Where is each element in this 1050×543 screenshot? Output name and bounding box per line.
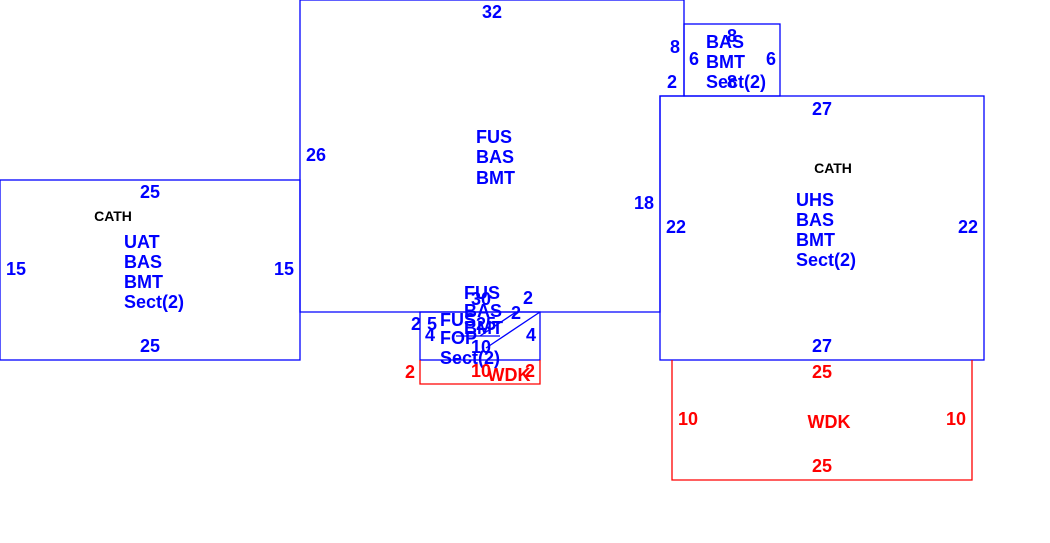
left-wing-note: CATH <box>94 208 132 224</box>
deck-small-left-dim: 2 <box>405 362 415 382</box>
right-wing-label-2: BAS <box>796 210 834 230</box>
left-wing-right-dim: 15 <box>274 259 294 279</box>
right-wing-bottom-dim: 27 <box>812 336 832 356</box>
top-small-bottom-dim: 8 <box>727 72 737 92</box>
deck-small-label: WDK <box>488 365 531 385</box>
center-small-dim-7: 30 <box>471 289 491 309</box>
left-wing-top-dim: 25 <box>140 182 160 202</box>
main-label-3: BMT <box>476 168 515 188</box>
deck-large-right-dim: 10 <box>946 409 966 429</box>
center-small-label-b3: Sect(2) <box>440 348 500 368</box>
left-wing: 25 25 15 15 CATH UAT BAS BMT Sect(2) <box>0 179 301 361</box>
deck-large-left-dim: 10 <box>678 409 698 429</box>
top-small-label-3: Sect(2) <box>706 72 766 92</box>
right-wing: 27 27 22 22 CATH UHS BAS BMT Sect(2) <box>659 95 985 361</box>
top-small-right-dim: 6 <box>766 49 776 69</box>
center-small-dim-6: 10 <box>471 337 491 357</box>
top-small-edge-dim-b: 2 <box>667 72 677 92</box>
top-small-block: 8 8 6 6 8 2 BAS BMT Sect(2) <box>667 23 781 97</box>
left-wing-outline <box>0 179 301 361</box>
main-block: 32 26 18 FUS BAS BMT <box>299 0 685 313</box>
center-small-dim-3: 5 <box>427 314 437 334</box>
center-small-label-a3: BMT <box>464 318 503 338</box>
top-small-label-2: BMT <box>706 52 745 72</box>
right-wing-right-dim: 22 <box>958 217 978 237</box>
main-label-2: BAS <box>476 147 514 167</box>
deck-small: 2 10 2 WDK <box>405 360 541 385</box>
main-left-dim: 26 <box>306 145 326 165</box>
main-right-dim: 18 <box>634 193 654 213</box>
main-label-1: FUS <box>476 127 512 147</box>
left-wing-label-3: BMT <box>124 272 163 292</box>
deck-small-right-dim: 2 <box>525 361 535 381</box>
center-small-dim-1: 2 <box>523 288 533 308</box>
center-small-dim-2: 2 <box>411 314 421 334</box>
deck-small-outline <box>419 360 541 385</box>
deck-large: 25 25 10 10 WDK <box>671 360 973 481</box>
right-wing-label-4: Sect(2) <box>796 250 856 270</box>
center-small-label-a2: BAS <box>464 301 502 321</box>
left-wing-left-dim: 15 <box>6 259 26 279</box>
right-wing-left-dim: 22 <box>666 217 686 237</box>
deck-large-top-dim: 25 <box>812 362 832 382</box>
center-small-dim-9: 2 <box>511 303 521 323</box>
right-wing-note: CATH <box>814 160 852 176</box>
deck-large-label: WDK <box>808 412 851 432</box>
center-small-diagonal-1 <box>479 311 517 337</box>
center-small-diagonal-2 <box>485 311 541 349</box>
center-small-label-a1: FUS <box>464 283 500 303</box>
deck-large-outline <box>671 360 973 481</box>
left-wing-label-4: Sect(2) <box>124 292 184 312</box>
center-small-dim-8: 25 <box>476 314 496 334</box>
left-wing-bottom-dim: 25 <box>140 336 160 356</box>
center-small-dim-5: 4 <box>526 325 536 345</box>
right-wing-label-3: BMT <box>796 230 835 250</box>
center-small-label-b2: FOP <box>440 328 477 348</box>
center-small-label-b1: FUS <box>440 310 476 330</box>
deck-large-bottom-dim: 25 <box>812 456 832 476</box>
top-small-edge-dim-a: 8 <box>670 37 680 57</box>
top-small-left-dim: 6 <box>689 49 699 69</box>
right-wing-outline <box>659 95 985 361</box>
left-wing-label-1: UAT <box>124 232 160 252</box>
top-small-label-1: BAS <box>706 32 744 52</box>
center-small-block: 2 2 5 4 4 10 30 25 2 FUS BAS BMT FUS FOP… <box>411 283 541 368</box>
top-small-top-dim: 8 <box>727 26 737 46</box>
right-wing-label-1: UHS <box>796 190 834 210</box>
center-small-outline <box>419 311 541 361</box>
center-small-dim-4: 4 <box>425 325 435 345</box>
left-wing-label-2: BAS <box>124 252 162 272</box>
deck-small-bottom-dim: 10 <box>471 361 491 381</box>
main-top-dim: 32 <box>482 2 502 22</box>
right-wing-top-dim: 27 <box>812 99 832 119</box>
